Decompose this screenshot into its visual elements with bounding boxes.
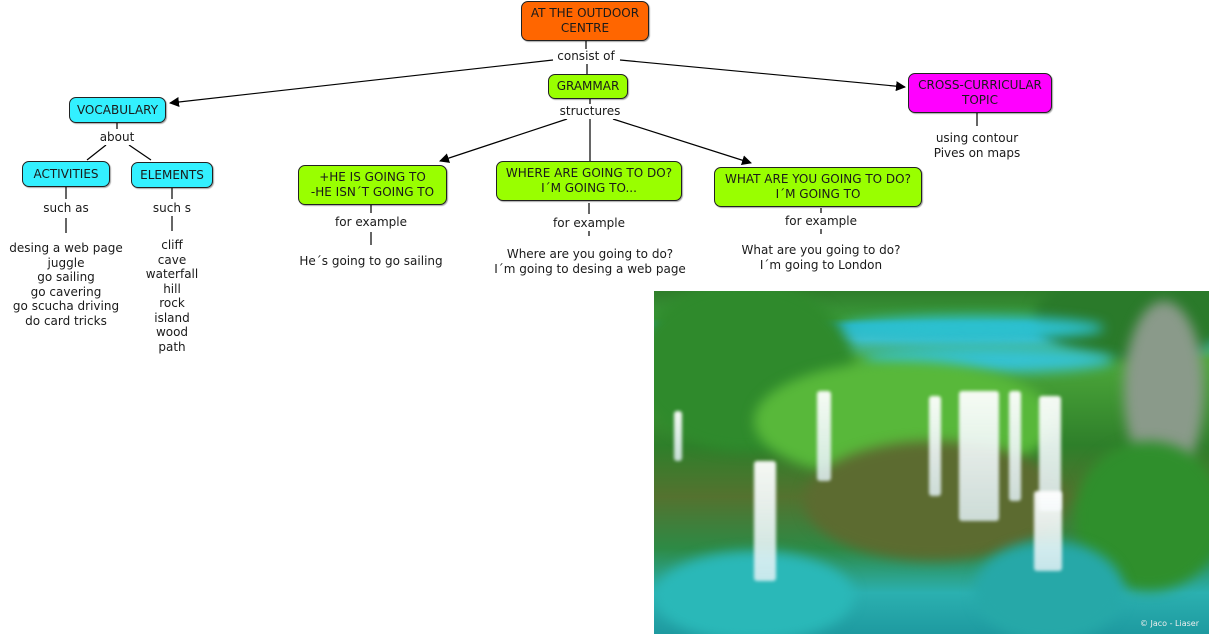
concept-at-the-outdoor-centre[interactable]: AT THE OUTDOOR CENTRE	[521, 1, 649, 41]
cross-curricular-note: using contour Pives on maps	[933, 131, 1021, 160]
example-1: He´s going to go sailing	[299, 254, 443, 269]
concept-vocabulary[interactable]: VOCABULARY	[69, 97, 166, 123]
example-2: Where are you going to do? I´m going to …	[494, 247, 686, 276]
concept-where-are-going-to-do[interactable]: WHERE ARE GOING TO DO? I´M GOING TO...	[496, 161, 682, 201]
link-label-such-s: such s	[152, 201, 192, 216]
waterfall-photo: © Jaco - Liaser	[654, 291, 1209, 634]
link-about-elements	[128, 144, 152, 161]
arrow-to-g1	[439, 118, 568, 163]
link-label-consist-of: consist of	[557, 49, 615, 64]
link-label-about: about	[99, 130, 135, 145]
concept-cross-curricular-topic[interactable]: CROSS-CURRICULAR TOPIC	[908, 73, 1052, 113]
concept-elements[interactable]: ELEMENTS	[131, 162, 213, 188]
photo-credit: © Jaco - Liaser	[1139, 619, 1199, 628]
link-about-activities	[86, 144, 107, 161]
example-3: What are you going to do? I´m going to L…	[741, 243, 901, 272]
concept-he-is-going-to[interactable]: +HE IS GOING TO -HE ISN´T GOING TO	[298, 165, 447, 205]
activities-list: desing a web page juggle go sailing go c…	[9, 241, 123, 328]
arrow-to-cross	[619, 59, 906, 92]
link-label-such-as: such as	[43, 201, 89, 216]
concept-grammar[interactable]: GRAMMAR	[548, 74, 628, 99]
link-label-for-example-2: for example	[553, 216, 625, 231]
arrow-to-g3	[612, 118, 752, 166]
elements-list: cliff cave waterfall hill rock island wo…	[145, 238, 199, 354]
link-label-for-example-1: for example	[335, 215, 407, 230]
link-label-structures: structures	[559, 104, 621, 119]
concept-what-are-you-going-to-do[interactable]: WHAT ARE YOU GOING TO DO? I´M GOING TO	[714, 167, 922, 207]
concept-activities[interactable]: ACTIVITIES	[22, 161, 110, 187]
link-label-for-example-3: for example	[785, 214, 857, 229]
arrow-to-vocabulary	[169, 59, 554, 107]
